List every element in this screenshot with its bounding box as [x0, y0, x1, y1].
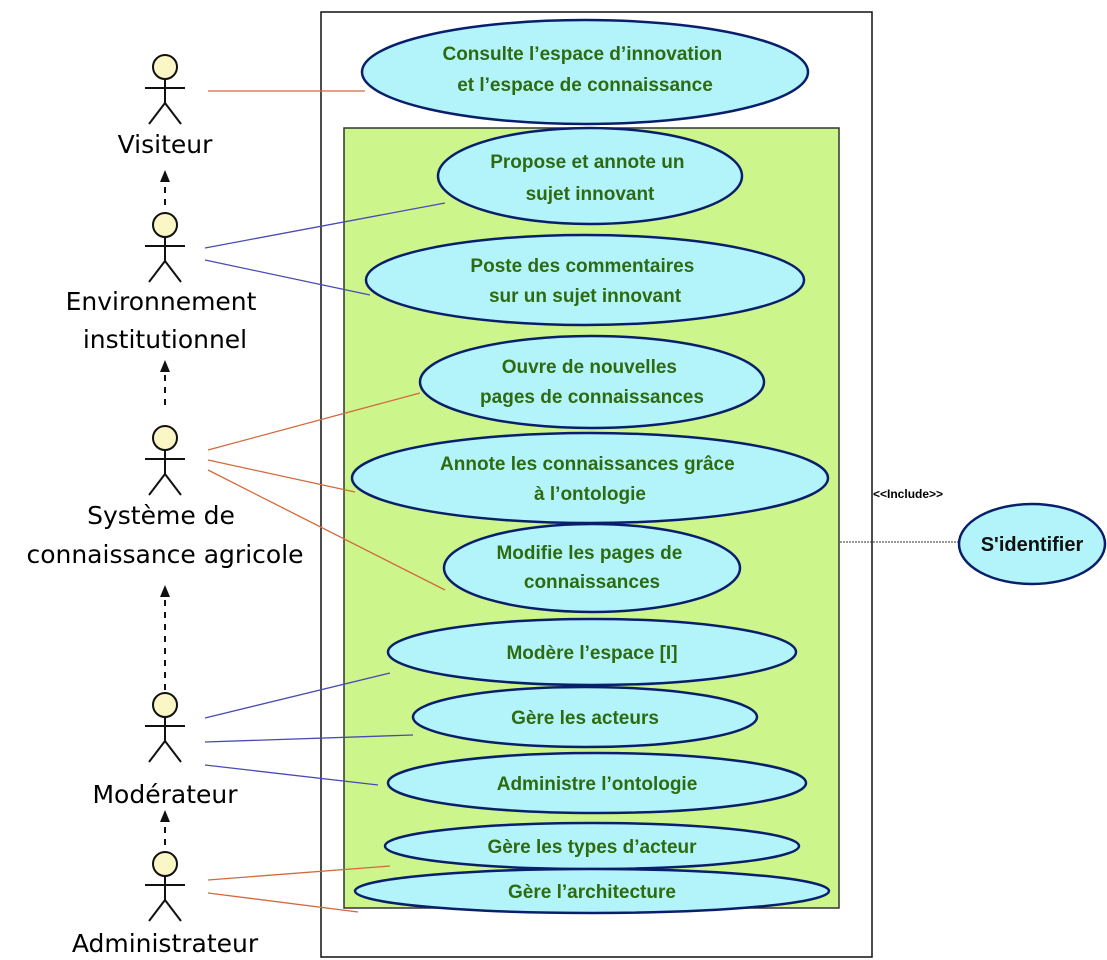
use-case-modifie: Modifie les pages de connaissances: [442, 522, 742, 614]
actor-stick-figure-icon: [145, 425, 185, 496]
use-case-consulte: Consulte l’espace d’innovation et l’espa…: [360, 18, 810, 126]
use-case-identifier: S'identifier: [957, 502, 1107, 586]
arrowhead-icon: [160, 810, 170, 822]
use-case-label: Modère l’espace [I]: [506, 643, 677, 664]
assoc-systeme-ouvre: [207, 392, 421, 451]
assoc-env-propose: [204, 202, 446, 249]
use-case-label: Propose et annote un sujet innovant: [490, 152, 690, 205]
actor-environnement: Environnement institutionnel: [66, 212, 265, 354]
actor-label: Administrateur: [72, 929, 259, 958]
include-stereotype: <<Include>>: [873, 487, 943, 501]
use-case-gere-architecture: Gère l’architecture: [353, 867, 831, 915]
actor-stick-figure-icon: [145, 212, 185, 283]
use-case-label: Modifie les pages de connaissances: [496, 543, 687, 593]
use-case-ouvre: Ouvre de nouvelles pages de connaissance…: [418, 334, 766, 430]
actor-label: Système de connaissance agricole: [26, 501, 303, 569]
use-case-label: Ouvre de nouvelles pages de connaissance…: [480, 357, 704, 408]
arrowhead-icon: [160, 585, 170, 597]
assoc-moderateur-modere: [204, 672, 391, 719]
use-case-label: Gère les types d’acteur: [487, 837, 697, 858]
assoc-systeme-modifie: [207, 469, 446, 591]
actor-stick-figure-icon: [145, 692, 185, 763]
use-case-label: Gère les acteurs: [511, 708, 659, 729]
use-case-poste: Poste des commentaires sur un sujet inno…: [364, 233, 806, 327]
use-case-annote: Annote les connaissances grâce à l’ontol…: [350, 431, 830, 525]
use-case-label: Administre l’ontologie: [497, 774, 698, 795]
use-case-label: S'identifier: [981, 534, 1084, 556]
assoc-env-poste: [204, 259, 371, 296]
actor-label: Modérateur: [92, 780, 238, 809]
associations: [204, 90, 446, 913]
use-case-label: Consulte l’espace d’innovation et l’espa…: [442, 44, 727, 96]
actor-stick-figure-icon: [145, 54, 185, 125]
assoc-admin-gere-types: [207, 865, 391, 881]
generalization-arrowheads: [160, 170, 170, 822]
assoc-moderateur-administre: [204, 764, 379, 786]
use-case-label: Poste des commentaires sur un sujet inno…: [470, 256, 699, 307]
actor-moderateur: Modérateur: [92, 692, 238, 809]
actor-visiteur: Visiteur: [118, 54, 213, 159]
use-case-modere: Modère l’espace [I]: [386, 617, 798, 687]
use-case-propose: Propose et annote un sujet innovant: [436, 126, 744, 226]
use-case-gere-acteurs: Gère les acteurs: [411, 685, 759, 749]
actor-administrateur: Administrateur: [72, 851, 259, 958]
assoc-moderateur-gere-acteurs: [204, 734, 414, 743]
assoc-systeme-annote: [207, 459, 356, 493]
actor-stick-figure-icon: [145, 851, 185, 922]
actor-label: Environnement institutionnel: [66, 287, 265, 354]
actor-label: Visiteur: [118, 130, 213, 159]
use-case-gere-types: Gère les types d’acteur: [383, 821, 801, 871]
actor-systeme: Système de connaissance agricole: [26, 425, 304, 569]
assoc-admin-gere-architecture: [207, 892, 359, 913]
use-case-administre: Administre l’ontologie: [386, 751, 808, 815]
arrowhead-icon: [160, 170, 170, 182]
use-case-label: Annote les connaissances grâce à l’ontol…: [440, 454, 740, 505]
use-case-label: Gère l’architecture: [508, 882, 676, 903]
arrowhead-icon: [160, 360, 170, 372]
